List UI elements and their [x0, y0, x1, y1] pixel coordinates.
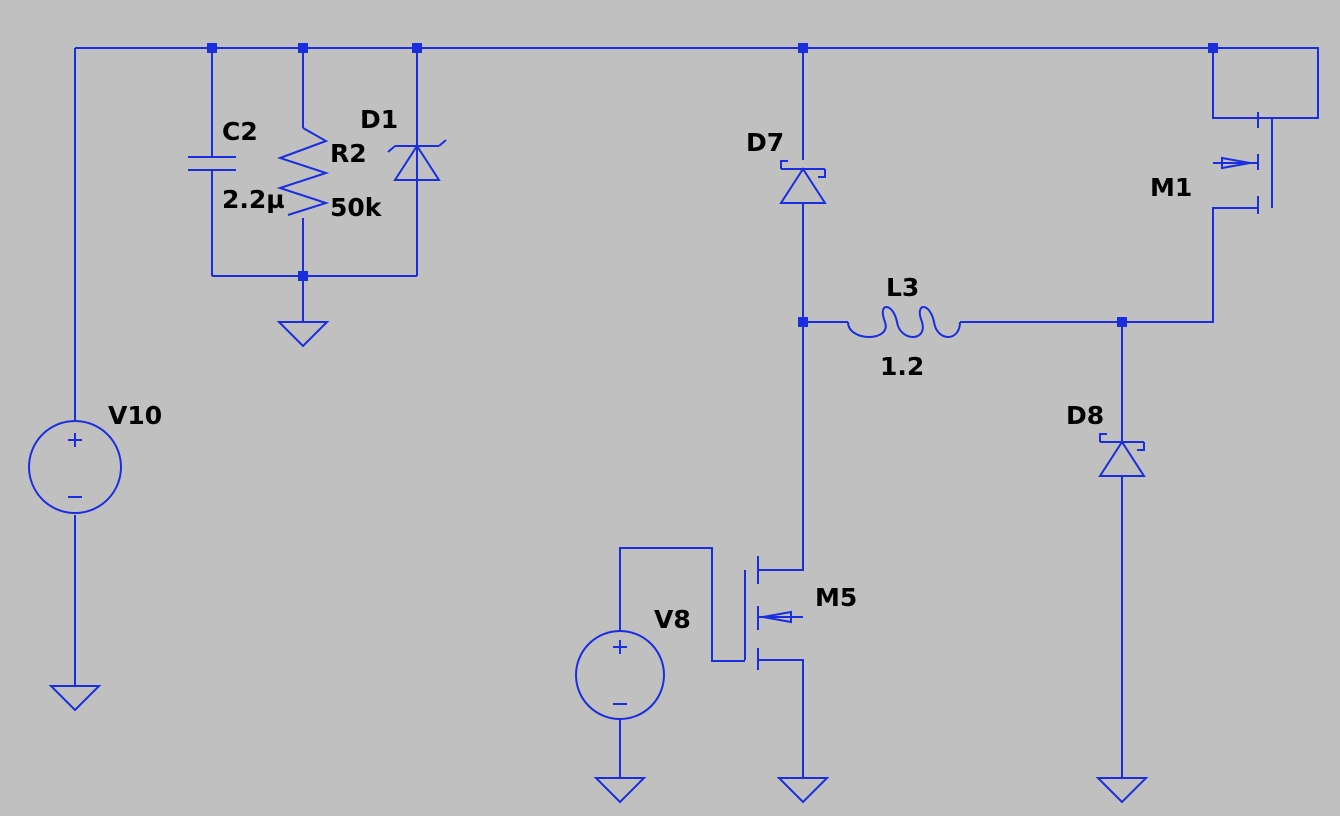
r2-label: R2 [330, 139, 367, 168]
d8-label: D8 [1066, 401, 1104, 430]
bottom-node-wire[interactable] [212, 275, 417, 322]
l3-right-wire[interactable] [960, 207, 1259, 323]
m1-drain-wire[interactable] [1212, 48, 1258, 119]
mosfet-m5[interactable] [744, 556, 803, 670]
inductor-l3[interactable] [847, 306, 961, 338]
junction-dot [412, 43, 422, 53]
l3-label: L3 [886, 273, 919, 302]
junction-dot [1117, 317, 1127, 327]
junction-dot [298, 271, 308, 281]
m5-label: M5 [815, 583, 857, 612]
junction-dot [298, 43, 308, 53]
ground-symbol[interactable] [48, 685, 102, 712]
ground-symbol[interactable] [1095, 777, 1149, 804]
voltage-source-v10[interactable] [28, 420, 122, 514]
l3-value: 1.2 [880, 352, 924, 381]
voltage-source-v8[interactable] [575, 630, 665, 720]
m1-label: M1 [1150, 173, 1192, 202]
d7-wire[interactable] [758, 48, 804, 571]
zener-diode-d1[interactable] [387, 139, 447, 181]
v8-gate-wire[interactable] [619, 547, 745, 662]
junction-dot [207, 43, 217, 53]
ground-symbol[interactable] [276, 321, 330, 348]
resistor-r2[interactable] [276, 127, 330, 216]
schottky-diode-d7[interactable] [779, 160, 827, 204]
ground-symbol[interactable] [776, 777, 830, 804]
capacitor-c2[interactable] [188, 156, 236, 171]
d1-label: D1 [360, 105, 398, 134]
junction-dot [1208, 43, 1218, 53]
top-rail-wire[interactable] [75, 47, 1319, 119]
junction-dot [798, 317, 808, 327]
c2-label: C2 [222, 117, 258, 146]
r2-value: 50k [330, 193, 383, 222]
schottky-diode-d8[interactable] [1098, 433, 1146, 477]
mosfet-m1[interactable] [1213, 112, 1273, 214]
v10-label: V10 [108, 401, 162, 430]
junction-dot [798, 43, 808, 53]
v8-label: V8 [654, 605, 691, 634]
wires [74, 47, 1319, 778]
d7-label: D7 [746, 128, 784, 157]
ground-symbol[interactable] [593, 777, 647, 804]
junctions [207, 43, 1218, 327]
m5-source-wire[interactable] [758, 659, 804, 778]
c2-value: 2.2µ [222, 185, 285, 214]
grounds [48, 321, 1149, 804]
